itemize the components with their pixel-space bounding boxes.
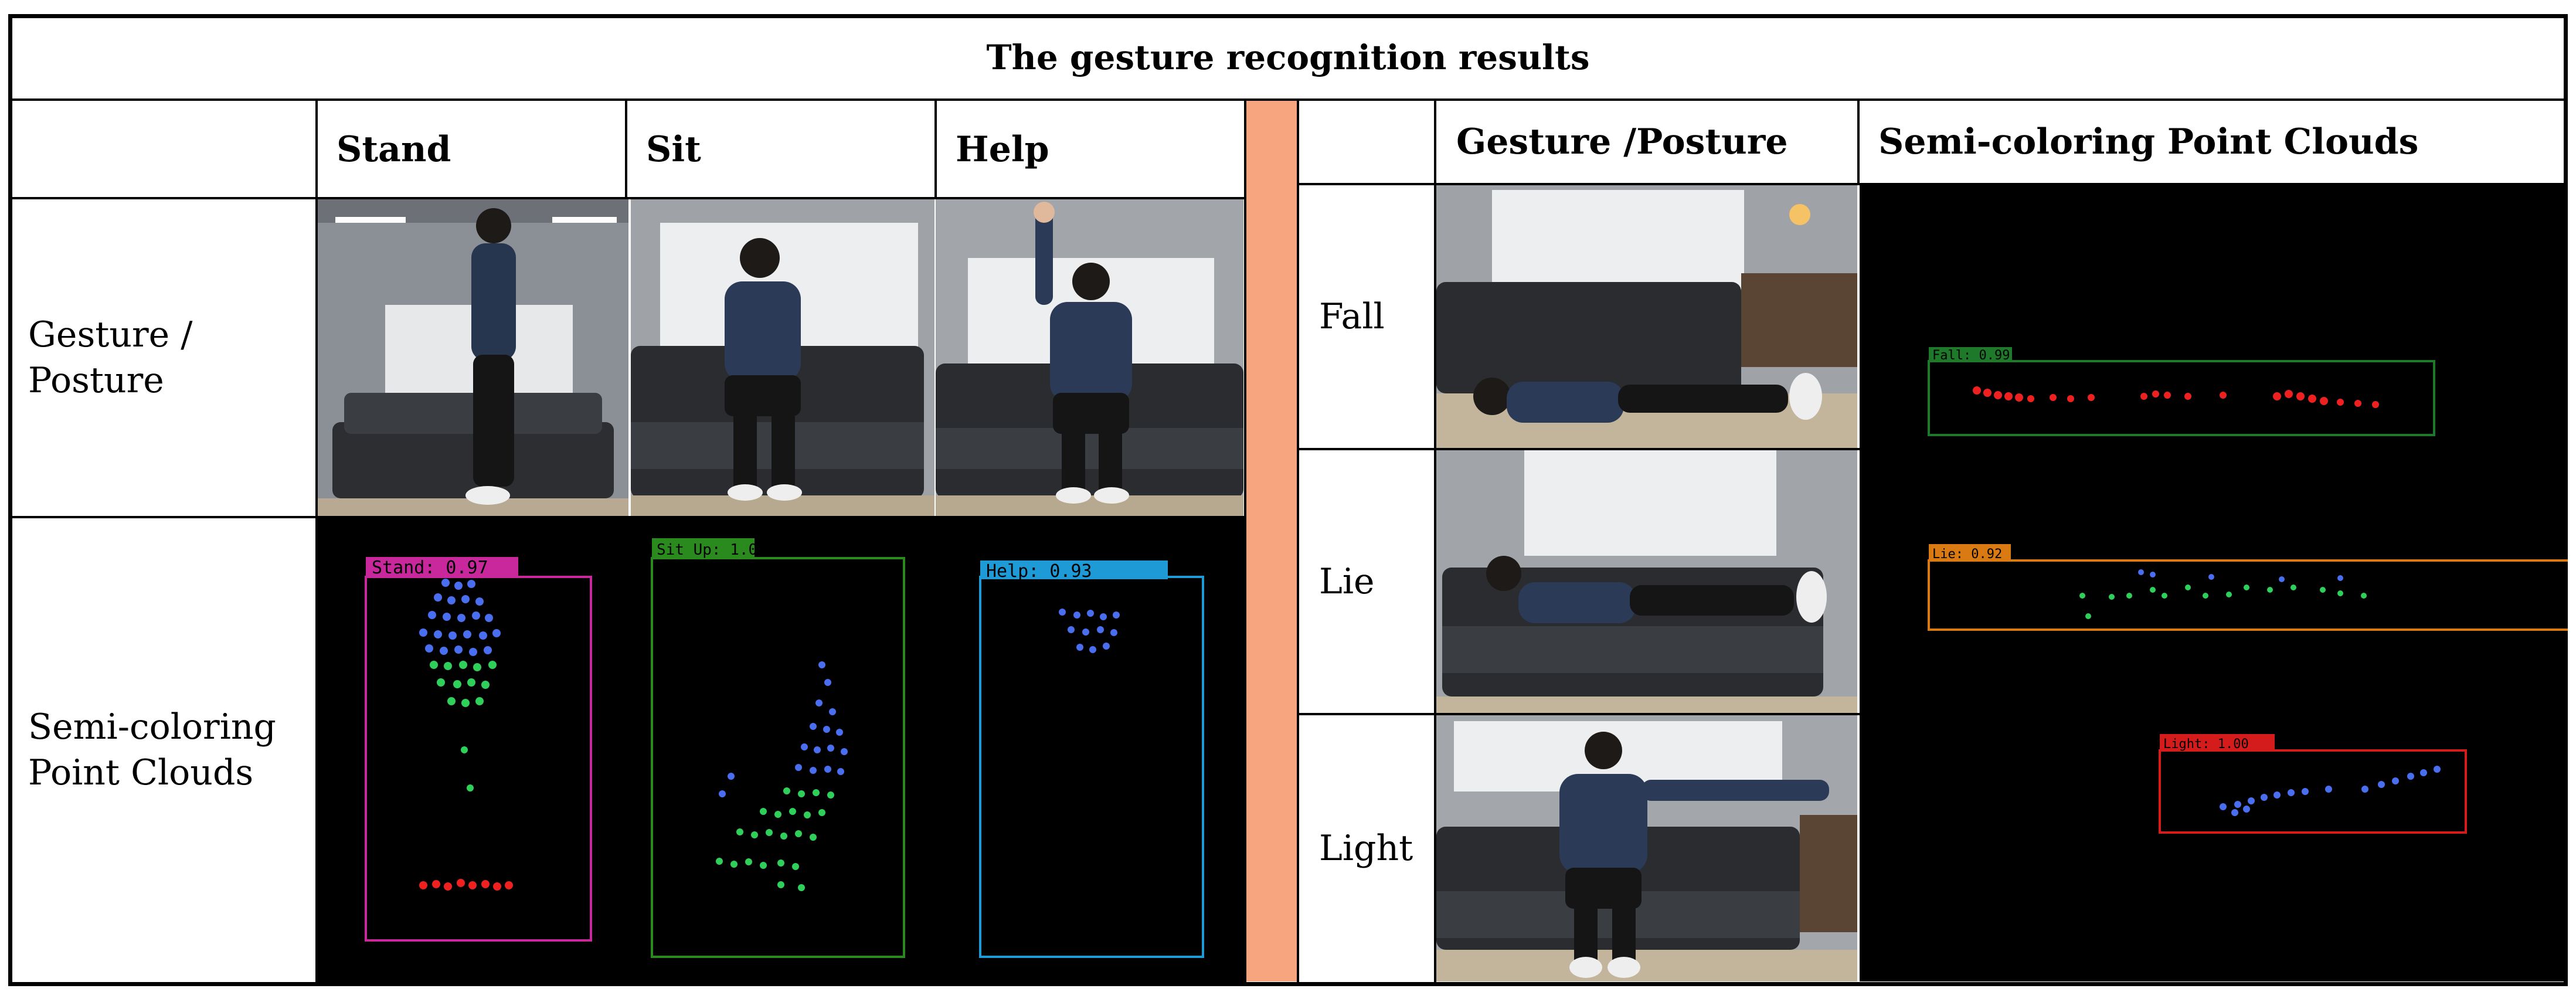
point-cloud-panel-right: Fall: 0.99 Lie: 0.92 (1860, 185, 2568, 981)
point-cloud-lie: Lie: 0.92 (1928, 544, 2568, 631)
grid-line (1857, 100, 1860, 185)
point-cloud-light: Light: 1.00 (2159, 734, 2467, 834)
grid-line (1297, 448, 1860, 450)
point-cloud-fall: Fall: 0.99 (1928, 347, 2435, 436)
table-title: The gesture recognition results (986, 38, 1590, 77)
photo-stand (318, 199, 628, 516)
point-cloud-panel-left: Stand: 0.97 Sit Up: 1.00 (318, 518, 1244, 983)
header-gesture-posture: Gesture /Posture (1456, 121, 1788, 162)
detection-label-lie: Lie: 0.92 (1932, 547, 2002, 562)
grid-line (8, 197, 1245, 199)
point-cloud-sit: Sit Up: 1.00 (651, 538, 905, 958)
grid-line (1297, 183, 2568, 185)
grid-line (1297, 713, 1860, 715)
grid-line (934, 100, 937, 199)
detection-label-stand: Stand: 0.97 (372, 558, 488, 578)
photo-fall (1436, 185, 1857, 448)
title-divider (8, 98, 2568, 101)
grid-line (1244, 100, 1246, 984)
row-label-lie: Lie (1319, 561, 1375, 602)
row-label-gesture-posture: Gesture / Posture (28, 314, 193, 401)
grid-line (1434, 100, 1436, 984)
grid-line (625, 100, 627, 199)
grid-line (8, 516, 1245, 518)
detection-label-help: Help: 0.93 (986, 561, 1092, 582)
header-stand: Stand (337, 129, 451, 170)
header-semi-coloring-point-clouds: Semi-coloring Point Clouds (1878, 121, 2419, 162)
grid-line (315, 100, 318, 984)
header-sit: Sit (646, 129, 701, 170)
photo-sit (631, 199, 934, 516)
header-help: Help (956, 129, 1049, 170)
photo-light (1436, 715, 1857, 981)
row-label-light: Light (1319, 828, 1413, 869)
detection-label-sit: Sit Up: 1.00 (657, 541, 767, 559)
photo-lie (1436, 450, 1857, 713)
point-cloud-stand: Stand: 0.97 (365, 557, 592, 942)
section-divider (1245, 101, 1297, 981)
photo-help (936, 199, 1243, 516)
row-label-point-clouds: Semi-coloring Point Clouds (28, 706, 276, 793)
detection-label-fall: Fall: 0.99 (1932, 348, 2010, 363)
detection-label-light: Light: 1.00 (2163, 737, 2249, 752)
point-cloud-help: Help: 0.93 (979, 560, 1204, 958)
grid-line (1297, 100, 1299, 984)
row-label-fall: Fall (1319, 296, 1385, 337)
